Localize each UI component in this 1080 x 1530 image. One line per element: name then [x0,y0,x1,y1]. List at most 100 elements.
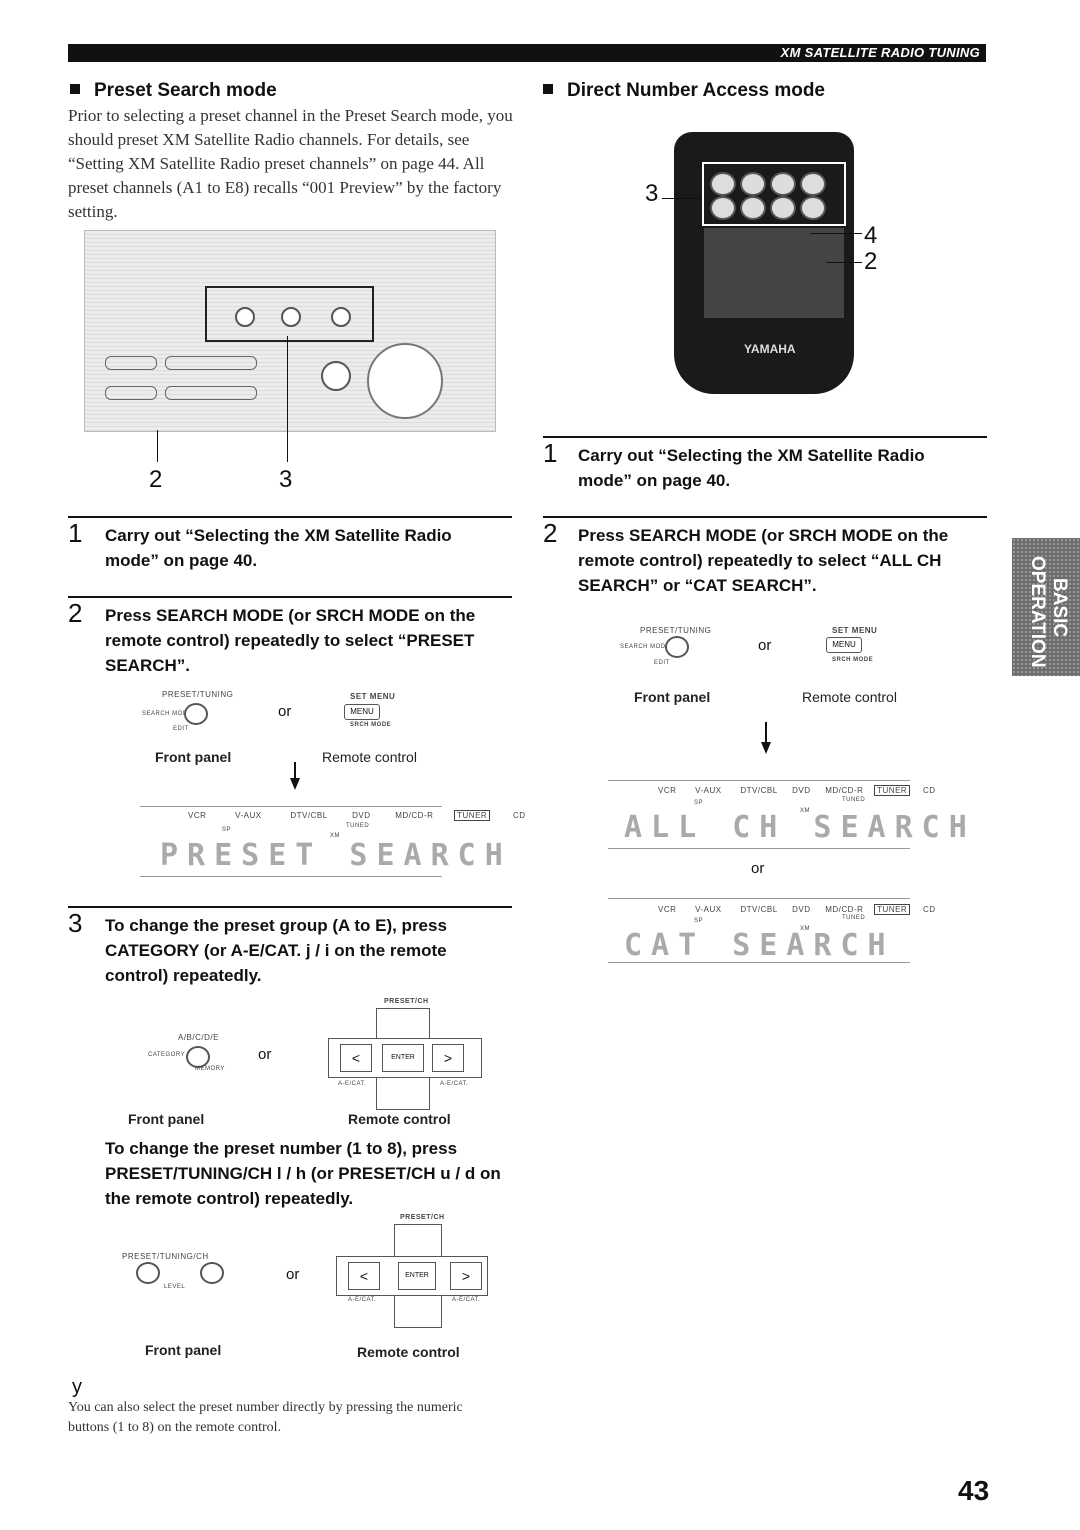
display-indicators: VCR V-AUX DTV/CBL DVD MD/CD-R TUNER CD [658,785,936,796]
caption-front-panel: Front panel [155,749,232,765]
display-top-line [140,806,442,807]
panel-button-icon [281,307,301,327]
display-text: CAT SEARCH [624,928,895,963]
caption-remote-control: Remote control [322,749,417,765]
step-number: 2 [543,518,558,548]
callout-line [287,336,288,462]
panel-label: A/B/C/D/E [178,1033,219,1042]
category-button-icon [186,1046,210,1068]
volume-knob-icon [367,343,443,419]
numeric-keys-highlight [702,162,846,226]
key-4-icon [800,172,826,196]
remote-label-3: 3 [645,180,659,207]
or-label: or [258,1046,272,1063]
display-top-line [608,898,910,899]
display-sp: SP [694,800,704,806]
panel-label: SEARCH MODE [142,711,193,717]
callout-line [810,233,862,234]
display-bottom-line [608,848,910,849]
figure-label-2: 2 [149,466,163,493]
key-3-icon [770,172,796,196]
display-tuned: TUNED [842,915,866,921]
step-divider [543,436,987,438]
step-text: Carry out “Selecting the XM Satellite Ra… [578,446,925,490]
arrow-down-icon [765,722,767,744]
panel-label: EDIT [654,660,670,666]
remote-label: A-E/CAT. [348,1297,377,1303]
remote-label-2: 2 [864,248,878,275]
step-text: To change the preset number (1 to 8), pr… [105,1139,501,1208]
remote-label: SRCH MODE [350,722,392,728]
key-8-icon [800,196,826,220]
preset-down-button-icon [136,1262,160,1284]
remote-control-illustration: YAMAHA [674,132,854,394]
step-text: Press SEARCH MODE (or SRCH MODE on the r… [105,606,476,675]
page-number: 43 [958,1475,990,1506]
section-header-bar: XM SATELLITE RADIO TUNING [68,44,986,62]
tip-text: You can also select the preset number di… [68,1400,463,1435]
panel-slot-icon [165,356,257,370]
step-divider [68,906,512,908]
display-xm: XM [800,808,810,814]
display-tuned: TUNED [346,823,370,829]
callout-line [826,262,862,263]
display-sp: SP [222,827,232,833]
right-arrow-icon: > [432,1044,464,1072]
panel-label: MEMORY [195,1066,225,1072]
preset-up-button-icon [200,1262,224,1284]
display-xm: XM [800,926,810,932]
menu-button-icon: MENU [826,637,862,653]
step-text: To change the preset group (A to E), pre… [105,916,447,985]
display-sp: SP [694,918,704,924]
panel-label: PRESET/TUNING [640,626,712,635]
right-arrow-icon: > [450,1262,482,1290]
display-bottom-line [140,876,442,877]
caption-remote-control: Remote control [802,689,897,705]
arrow-head-icon [290,778,300,790]
panel-slot-icon [105,356,157,370]
remote-label: A-E/CAT. [440,1081,469,1087]
front-panel-illustration [84,230,496,432]
search-mode-button-icon [184,703,208,725]
callout-line [157,430,158,462]
caption-remote-control: Remote control [348,1111,451,1127]
or-label: or [278,703,292,720]
panel-label: SEARCH MODE [620,644,671,650]
direct-number-title: Direct Number Access mode [543,80,825,102]
enter-button-icon: ENTER [398,1262,436,1290]
panel-label: PRESET/TUNING [162,690,234,699]
panel-label: CATEGORY [148,1052,186,1058]
panel-label: LEVEL [164,1284,186,1290]
yamaha-logo: YAMAHA [744,342,796,356]
caption-front-panel: Front panel [128,1111,205,1127]
key-5-icon [710,196,736,220]
step-text: Carry out “Selecting the XM Satellite Ra… [105,526,452,570]
remote-label: SRCH MODE [832,657,874,663]
highlight-box [205,286,374,342]
callout-line [662,198,702,199]
left-arrow-icon: < [348,1262,380,1290]
display-indicators: VCR V-AUX DTV/CBL DVD MD/CD-R TUNER CD [188,810,526,821]
remote-label: PRESET/CH [384,998,429,1005]
display-text: ALL CH SEARCH [624,810,976,845]
key-6-icon [740,196,766,220]
input-knob-icon [321,361,351,391]
step-number: 1 [68,518,83,548]
panel-label: PRESET/TUNING/CH [122,1252,209,1261]
preset-search-title: Preset Search mode [70,80,277,102]
search-mode-button-icon [665,636,689,658]
step-divider [68,596,512,598]
remote-label: SET MENU [350,692,396,701]
key-7-icon [770,196,796,220]
bullet-square-icon [543,84,553,94]
panel-button-icon [331,307,351,327]
caption-remote-control: Remote control [357,1344,460,1360]
tip-icon: y [72,1376,82,1398]
panel-button-icon [235,307,255,327]
display-top-line [608,780,910,781]
remote-label: PRESET/CH [400,1214,445,1221]
remote-label: SET MENU [832,626,878,635]
panel-label: EDIT [173,726,189,732]
remote-label: A-E/CAT. [452,1297,481,1303]
step-number: 3 [68,908,83,938]
